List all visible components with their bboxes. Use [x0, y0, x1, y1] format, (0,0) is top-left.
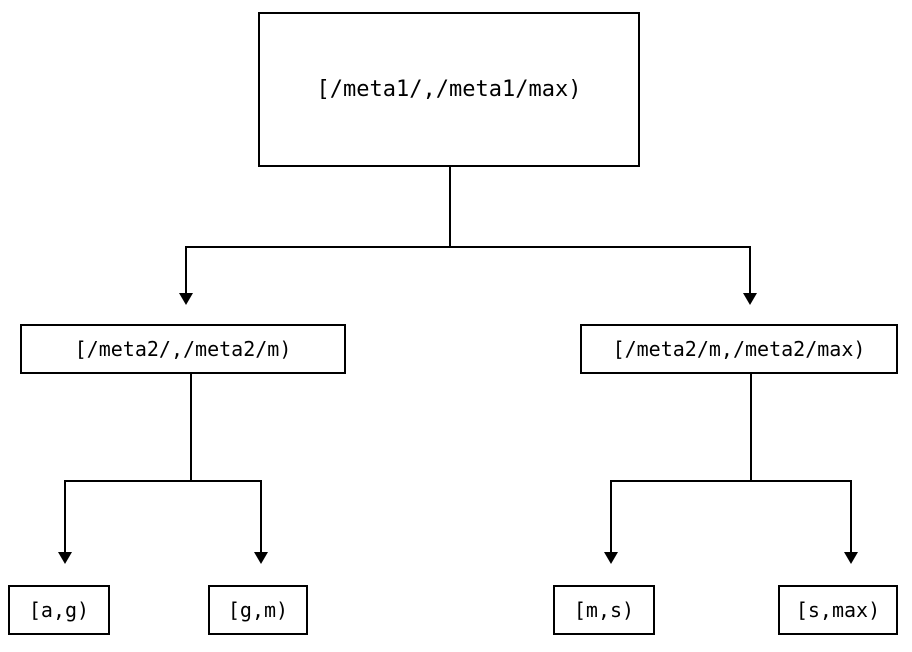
tree-node-mid-left[interactable]: [/meta2/,/meta2/m) [20, 324, 346, 374]
tree-node-leaf-s-max[interactable]: [s,max) [778, 585, 898, 635]
edge-root-stem [449, 167, 451, 247]
edge-mid-right-to-leaf-s-max-drop [850, 480, 852, 552]
arrowhead-down-icon-leaf-m-s [604, 552, 618, 564]
edge-mid-left-stem [190, 374, 192, 481]
tree-node-mid-right[interactable]: [/meta2/m,/meta2/max) [580, 324, 898, 374]
arrowhead-down-icon-leaf-a-g [58, 552, 72, 564]
edge-root-to-mid-left-drop [185, 246, 187, 293]
arrowhead-down-icon-mid-left [179, 293, 193, 305]
edge-root-bus [185, 246, 751, 248]
tree-node-root[interactable]: [/meta1/,/meta1/max) [258, 12, 640, 167]
arrowhead-down-icon-leaf-s-max [844, 552, 858, 564]
edge-mid-left-to-leaf-a-g-drop [64, 480, 66, 552]
edge-root-to-mid-right-drop [749, 246, 751, 293]
tree-node-leaf-m-s[interactable]: [m,s) [553, 585, 655, 635]
edge-mid-left-to-leaf-g-m-drop [260, 480, 262, 552]
edge-mid-right-to-leaf-m-s-drop [610, 480, 612, 552]
edge-mid-right-bus [610, 480, 852, 482]
tree-node-leaf-g-m[interactable]: [g,m) [208, 585, 308, 635]
edge-mid-right-stem [750, 374, 752, 481]
edge-mid-left-bus [64, 480, 262, 482]
arrowhead-down-icon-leaf-g-m [254, 552, 268, 564]
arrowhead-down-icon-mid-right [743, 293, 757, 305]
tree-node-leaf-a-g[interactable]: [a,g) [8, 585, 110, 635]
